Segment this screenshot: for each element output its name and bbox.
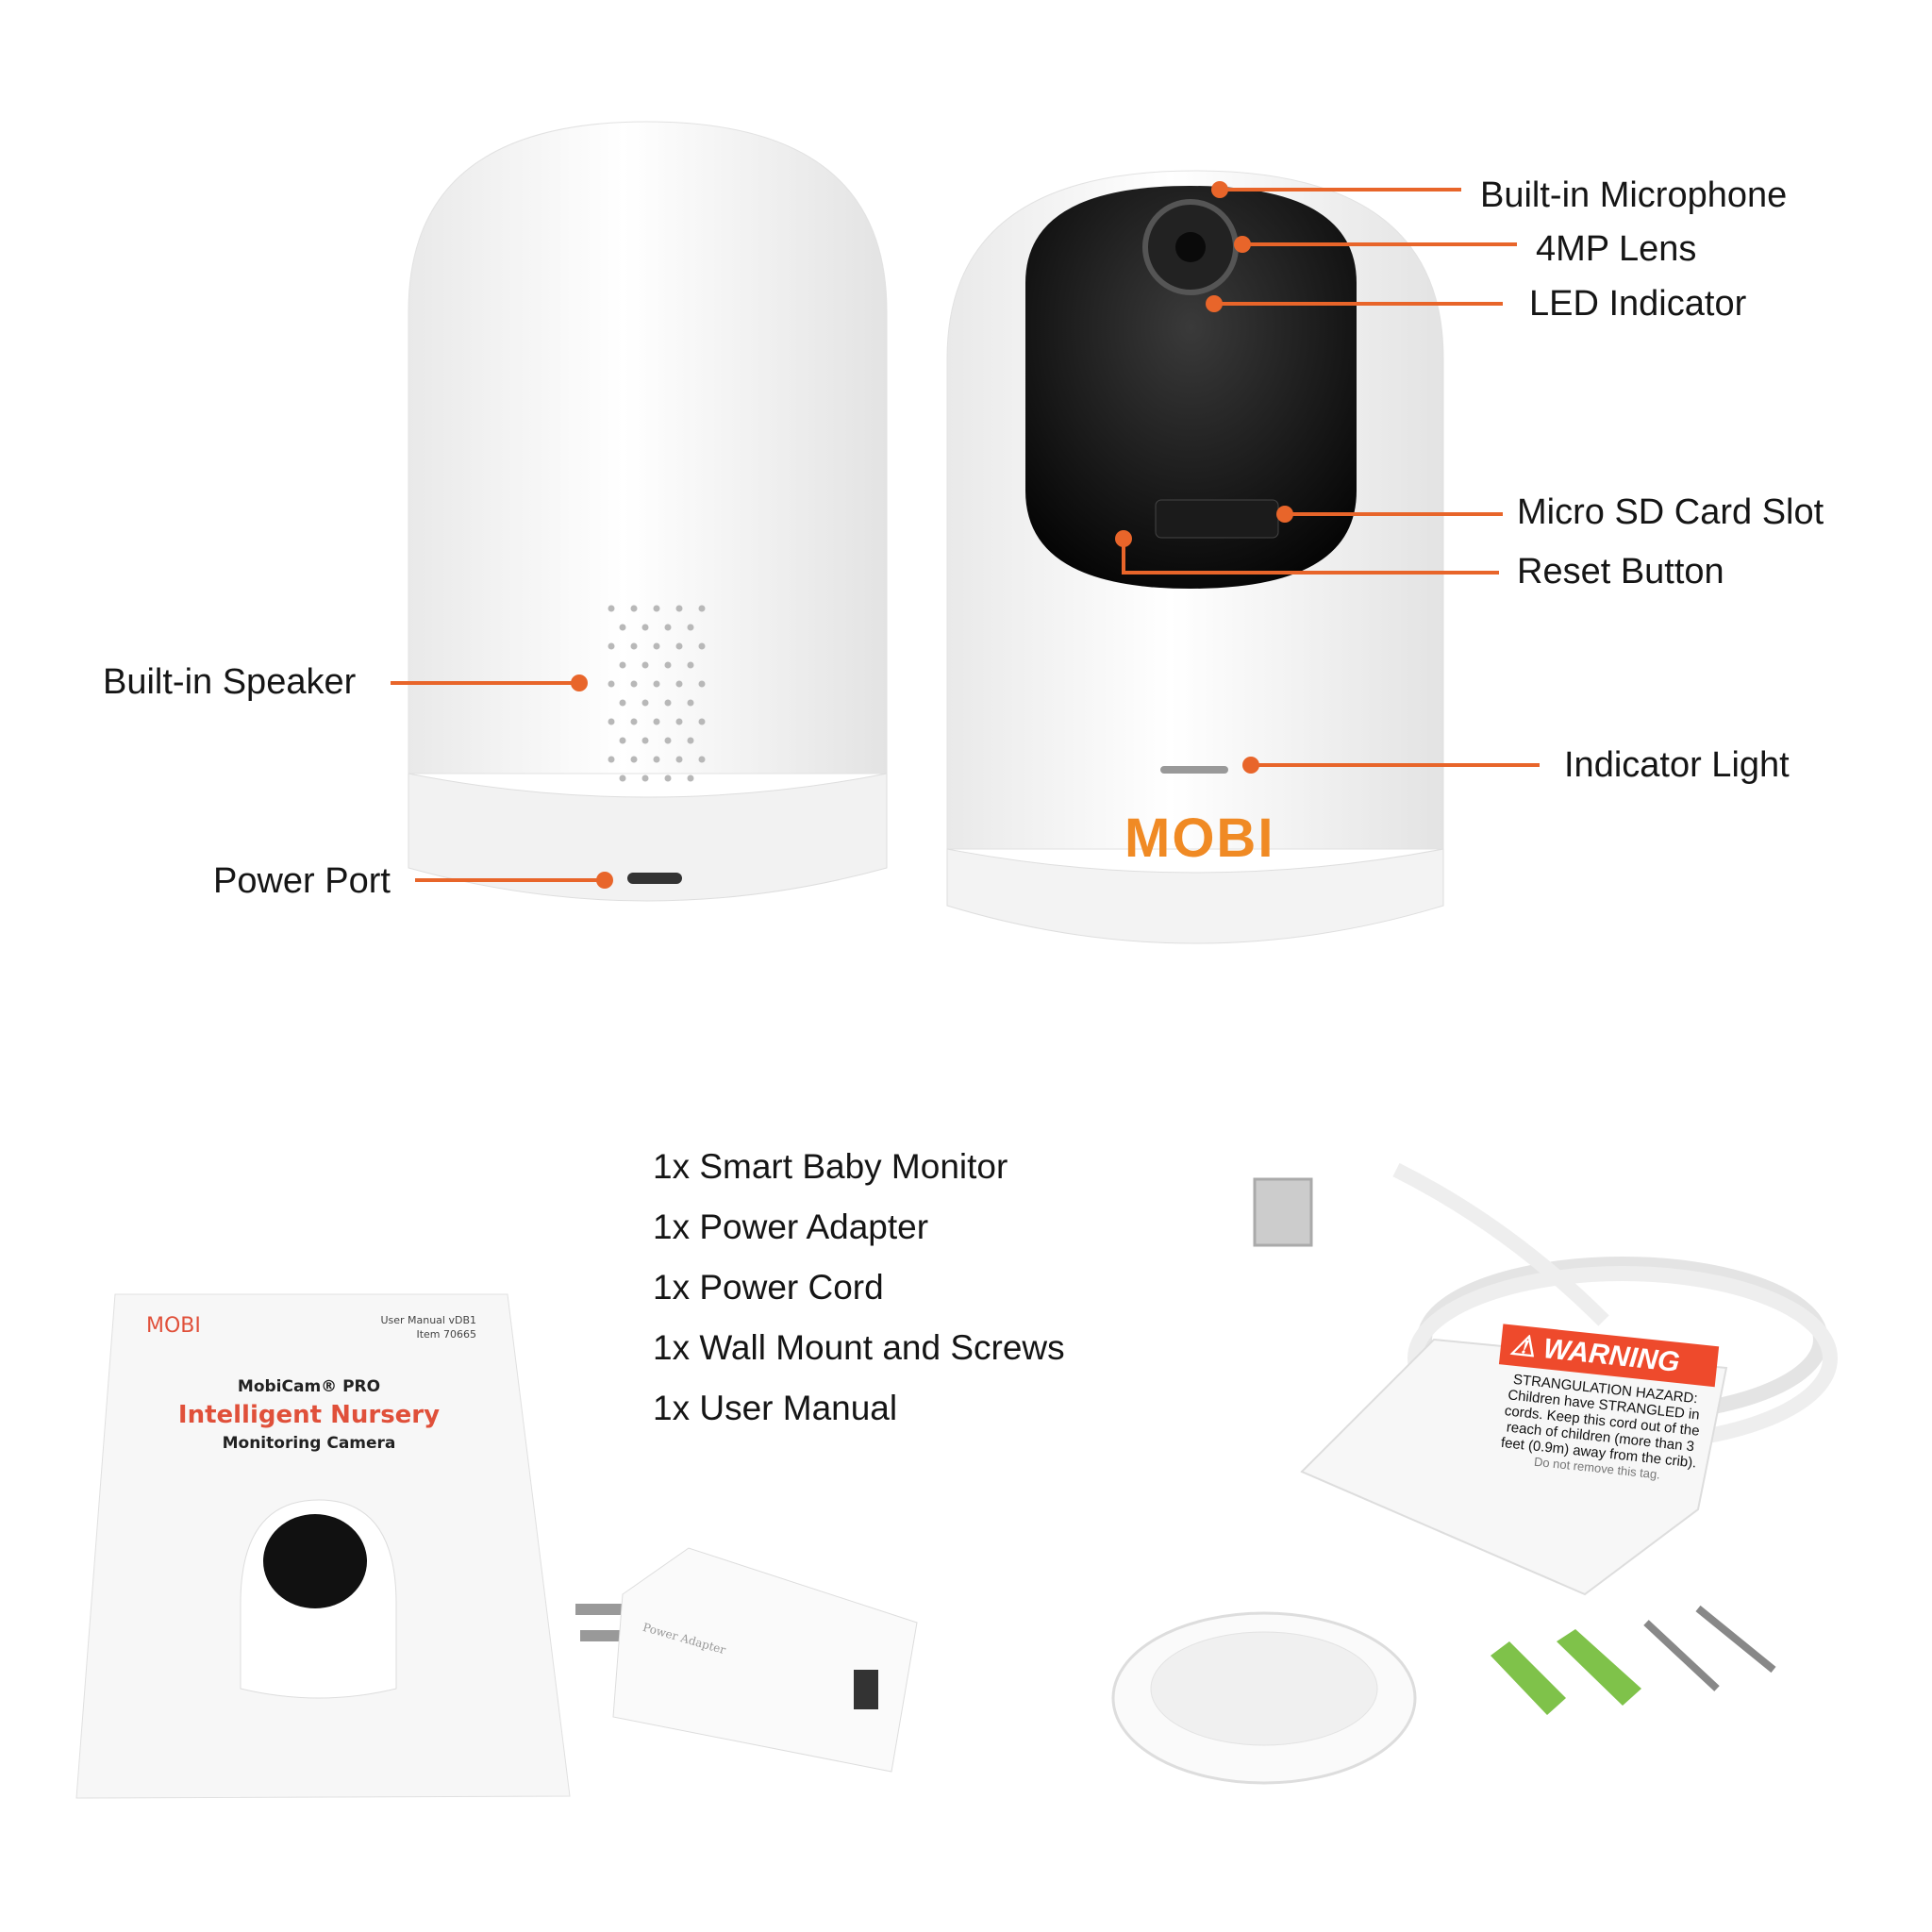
contents-item: 1x Wall Mount and Screws [653,1328,1065,1367]
screws [1643,1605,1776,1691]
manual-item: Item 70665 [416,1328,476,1341]
callout-dot [571,675,588,691]
label-indicator-light: Indicator Light [1564,745,1790,785]
manual-version: User Manual vDB1 [380,1314,476,1326]
label-power-port: Power Port [213,861,391,901]
label-built-in-speaker: Built-in Speaker [103,662,357,702]
callout-line [1251,763,1540,767]
contents-item: 1x User Manual [653,1389,898,1427]
sd-slot [1155,499,1279,539]
callout-line [1122,539,1125,573]
callout-line [1242,242,1517,246]
label-led-indicator: LED Indicator [1529,284,1747,324]
speaker-grille [608,605,706,782]
power-cord [1253,1162,1838,1596]
indicator-light [1160,766,1228,774]
label-built-in-microphone: Built-in Microphone [1480,175,1788,215]
label-4mp-lens: 4MP Lens [1536,229,1697,269]
callout-line [391,681,579,685]
contents-item: 1x Power Adapter [653,1208,929,1246]
contents-item: 1x Smart Baby Monitor [653,1147,1008,1186]
usb-port [854,1670,878,1709]
wall-anchors [1491,1629,1641,1715]
camera-front-view [946,170,1444,944]
manual-subtitle: Monitoring Camera [222,1434,396,1453]
label-reset-button: Reset Button [1517,552,1724,591]
camera-back-view [408,121,888,902]
callout-line [415,878,605,882]
label-micro-sd-card-slot: Micro SD Card Slot [1517,492,1824,532]
callout-line [1122,571,1499,575]
contents-item: 1x Power Cord [653,1268,884,1307]
warning-header-text: WARNING [1541,1333,1682,1379]
manual-product: MobiCam® PRO [237,1377,381,1396]
power-adapter [575,1547,918,1773]
callout-line [1285,512,1503,516]
usb-port [627,873,682,884]
manual-logo: MOBI [146,1314,201,1338]
callout-line [1220,188,1461,192]
warning-tag: ⚠ WARNING STRANGULATION HAZARD: Children… [1489,1324,1720,1486]
callout-dot [596,872,613,889]
warning-triangle-icon: ⚠ [1508,1329,1538,1364]
camera-logo: MOBI [1124,808,1275,869]
manual-title: Intelligent Nursery [177,1401,441,1429]
user-manual [75,1293,571,1799]
callout-line [1214,302,1503,306]
